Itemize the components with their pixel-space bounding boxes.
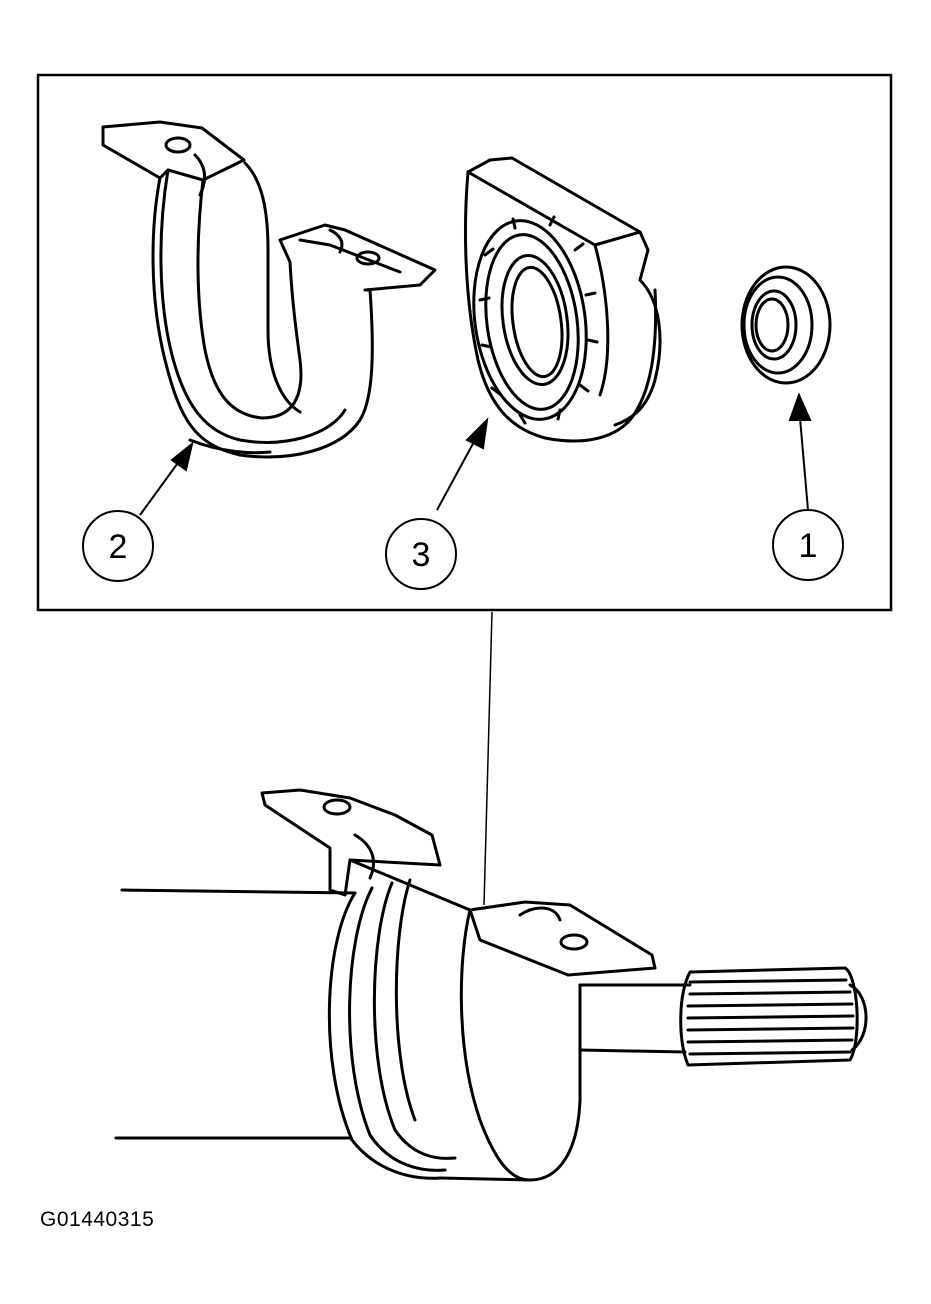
callout-2-label: 2 bbox=[109, 528, 128, 566]
callout-1: 1 bbox=[772, 509, 844, 581]
part-1-washer bbox=[740, 265, 832, 385]
callout-3: 3 bbox=[385, 518, 457, 590]
assembled-driveshaft bbox=[114, 788, 868, 1182]
figure-id: G01440315 bbox=[40, 1208, 155, 1231]
part-3-bearing bbox=[464, 156, 662, 443]
callout-1-label: 1 bbox=[799, 527, 818, 565]
callout-2: 2 bbox=[82, 510, 154, 582]
assembly-pointer-line bbox=[483, 611, 493, 906]
exploded-view-frame bbox=[36, 73, 893, 612]
callout-leaders bbox=[139, 392, 812, 516]
part-2-bracket bbox=[101, 120, 437, 459]
callout-3-label: 3 bbox=[412, 536, 431, 574]
